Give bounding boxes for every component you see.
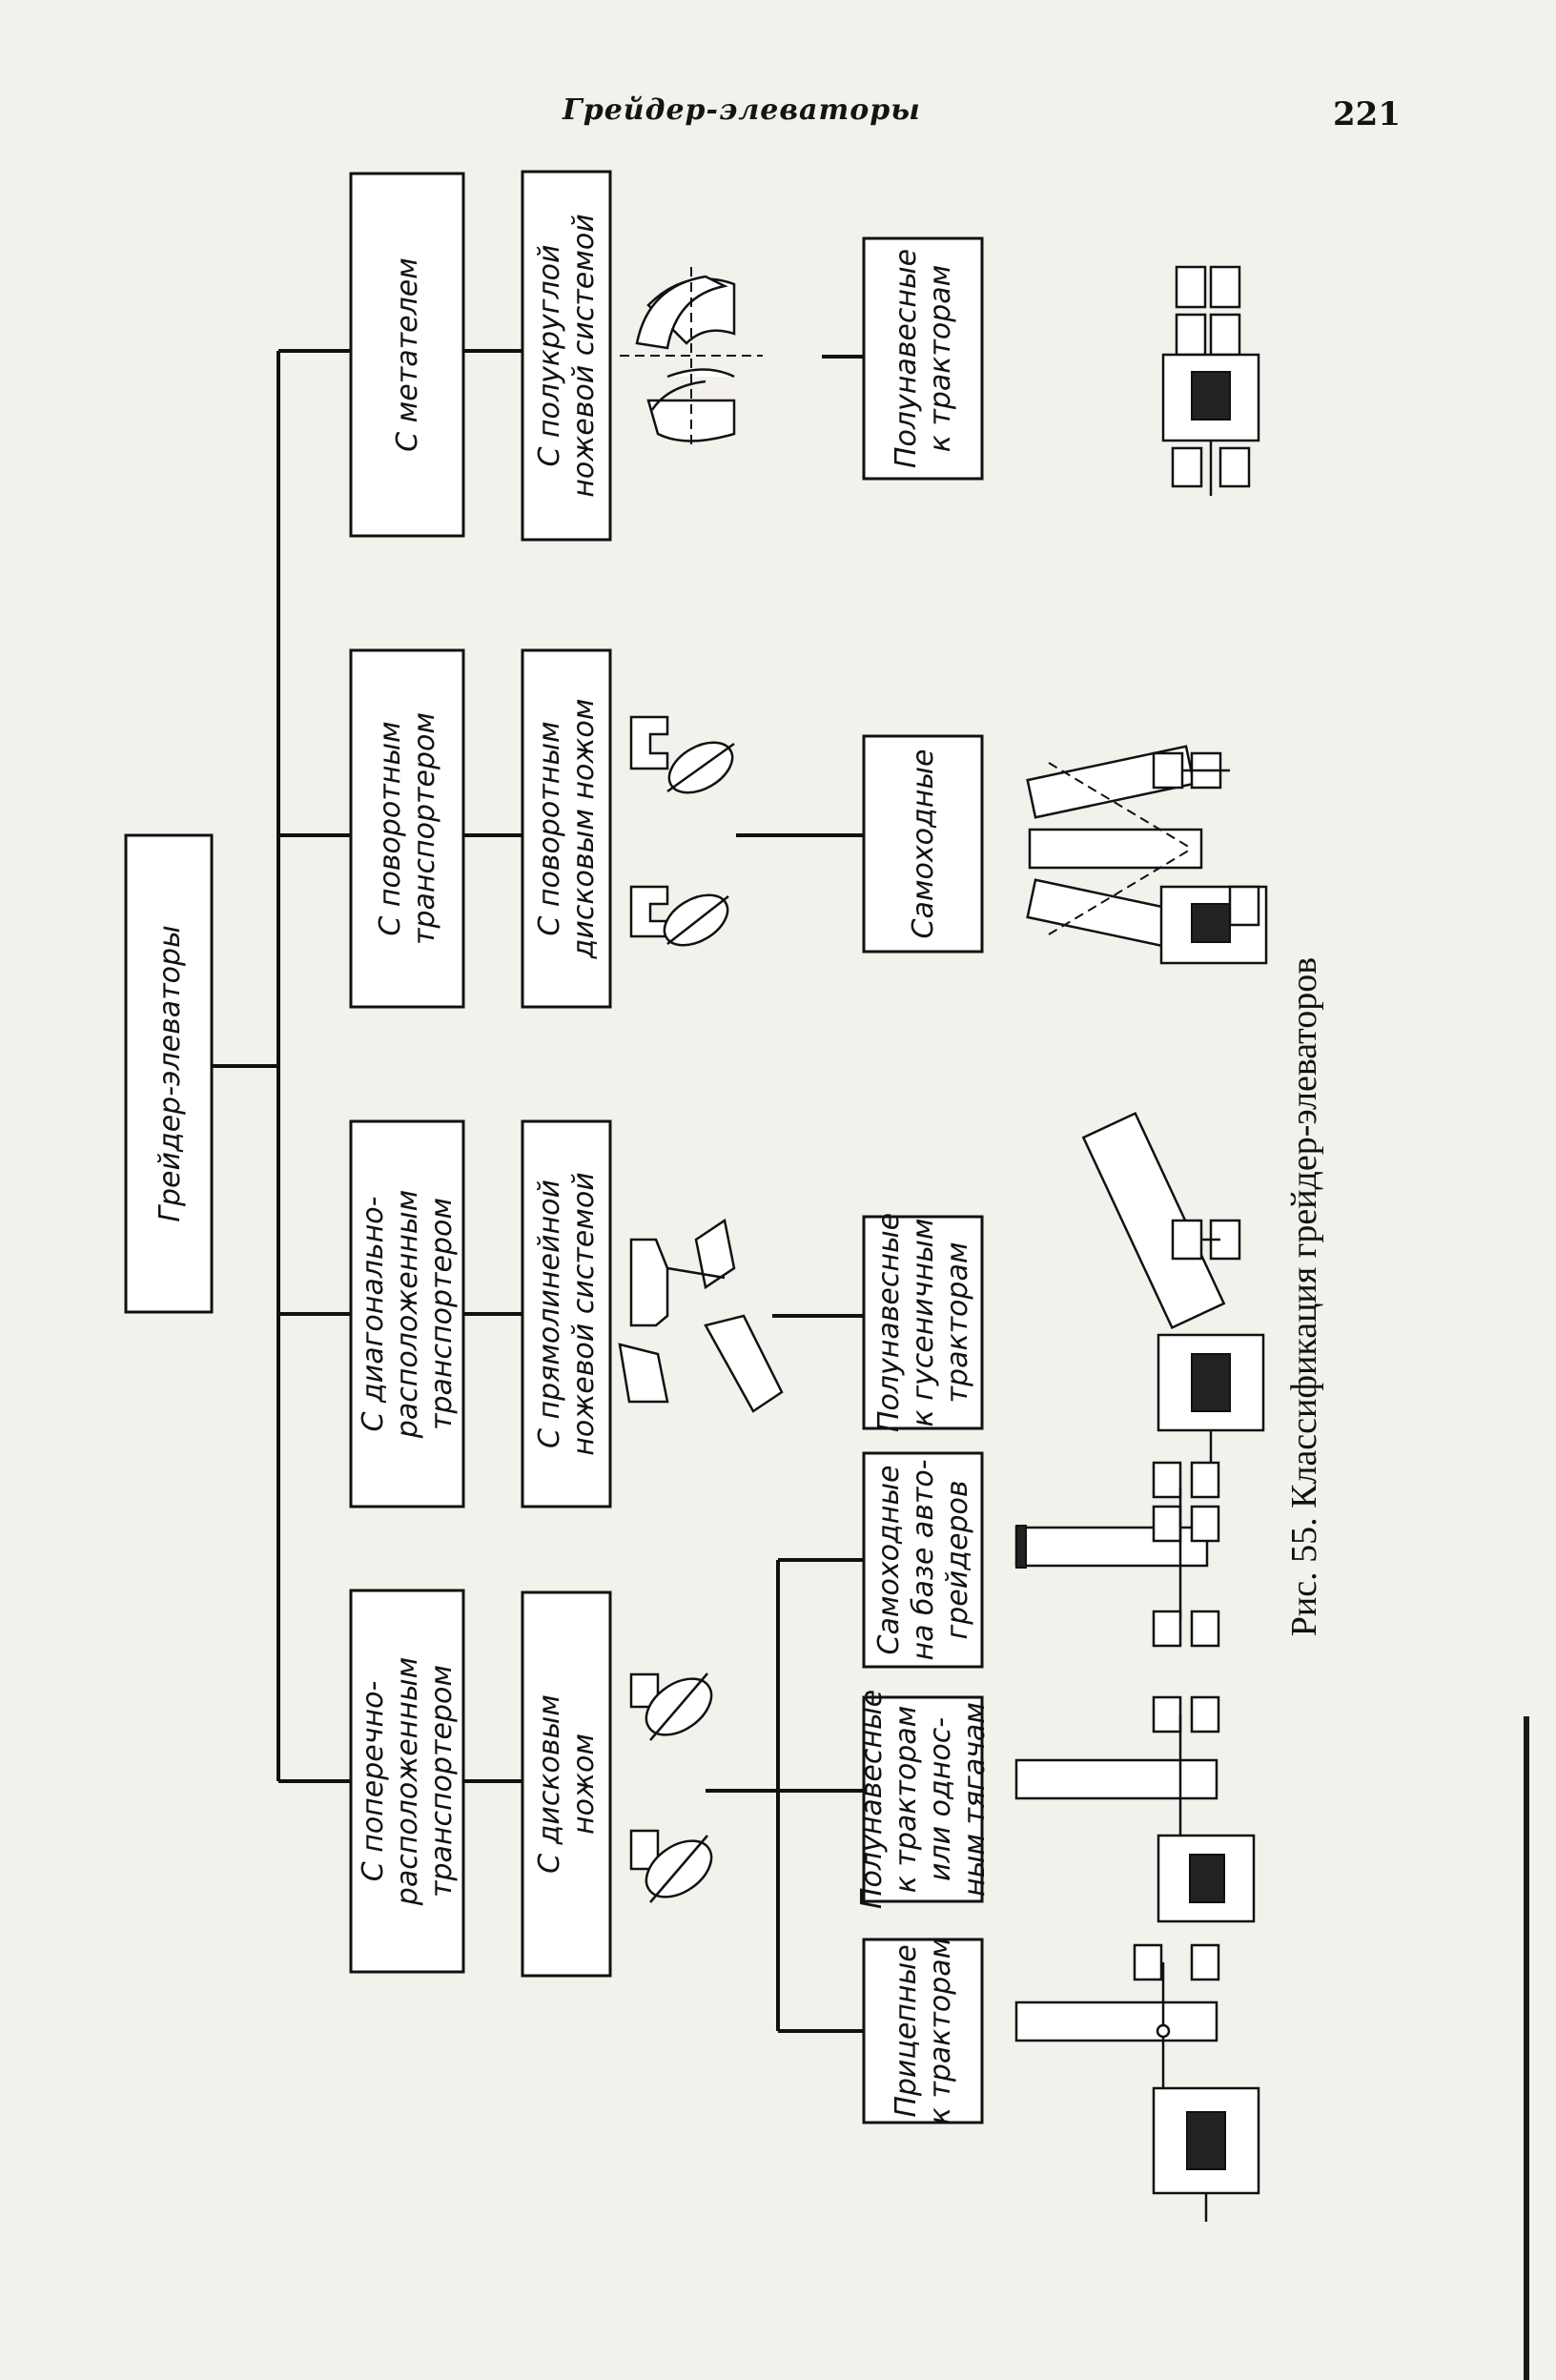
- level2-label-2: С поворотнымдисковым ножом: [533, 699, 601, 960]
- level2-node-disc: С дисковымножом: [521, 1590, 612, 1978]
- straight-blade-icon: [618, 1218, 784, 1413]
- level3-node-semimounted-tractor: Полунавесныек тракторам: [862, 236, 984, 481]
- level3-node-self-propelled: Самоходные: [862, 734, 984, 954]
- tractor-layout-icon: [1014, 1695, 1256, 1923]
- tractor-layout-icon: [1014, 1943, 1260, 2222]
- tractor-layout-icon: [1014, 1461, 1220, 1648]
- level3-label-4: Самоходные: [907, 749, 940, 939]
- level3-label-0: Прицепныек тракторам: [890, 1938, 957, 2125]
- level3-node-semimounted-crawler: Полунавесныек гусеничнымтракторам: [862, 1213, 984, 1432]
- rotary-disc-knife-icon: [629, 715, 735, 947]
- tree-connectors: [212, 349, 864, 2033]
- tractor-layout-icon: [1081, 1111, 1265, 1468]
- level2-node-semicircular: С полукруглойножевой системой: [521, 170, 612, 542]
- tractor-layout-icon: [1026, 745, 1268, 965]
- level3-label-5: Полунавесныек тракторам: [890, 249, 957, 468]
- level1-node-diagonal: С диагонально-расположеннымтранспортером: [349, 1119, 465, 1508]
- root-label: Грейдер-элеваторы: [154, 925, 187, 1222]
- level3-node-semimounted-uniaxle: Полунавесныек тракторамили однос-ным тяг…: [855, 1690, 992, 1909]
- level3-label-3: Полунавесныек гусеничнымтракторам: [872, 1213, 974, 1432]
- level2-node-straight: С прямолинейнойножевой системой: [521, 1119, 612, 1508]
- page-edge-shadow: [1524, 1716, 1529, 2380]
- level1-label-0: С поперечно-расположеннымтранспортером: [357, 1657, 459, 1906]
- level2-label-0: С дисковымножом: [533, 1694, 601, 1874]
- level3-node-self-propelled-grader: Самоходныена базе авто-грейдеров: [862, 1451, 984, 1669]
- level3-label-1: Полунавесныек тракторамили однос-ным тяг…: [855, 1690, 992, 1909]
- level3-node-trailed: Прицепныек тракторам: [862, 1938, 984, 2125]
- level1-node-transverse: С поперечно-расположеннымтранспортером: [349, 1589, 465, 1974]
- running-head: Грейдер-элеваторы: [563, 93, 921, 127]
- tractor-layout-icon: [1161, 265, 1260, 496]
- level2-node-rotary-disc: С поворотнымдисковым ножом: [521, 648, 612, 1009]
- level1-node-thrower: С метателем: [349, 172, 465, 538]
- page-number: 221: [1333, 95, 1401, 133]
- level1-label-1: С диагонально-расположеннымтранспортером: [357, 1190, 459, 1439]
- level1-label-2: С поворотнымтранспортером: [374, 712, 441, 945]
- figure-caption: Рис. 55. Классификация грейдер-элеваторо…: [1284, 957, 1324, 1636]
- level2-label-1: С прямолинейнойножевой системой: [533, 1172, 601, 1455]
- level2-label-3: С полукруглойножевой системой: [533, 214, 601, 497]
- level1-node-rotary: С поворотнымтранспортером: [349, 648, 465, 1009]
- level1-label-3: С метателем: [391, 257, 424, 452]
- root-node: Грейдер-элеваторы: [124, 833, 214, 1314]
- level3-label-2: Самоходныена базе авто-грейдеров: [872, 1459, 974, 1660]
- semicircular-blade-icon: [620, 267, 763, 448]
- disc-knife-icon: [629, 1672, 713, 1903]
